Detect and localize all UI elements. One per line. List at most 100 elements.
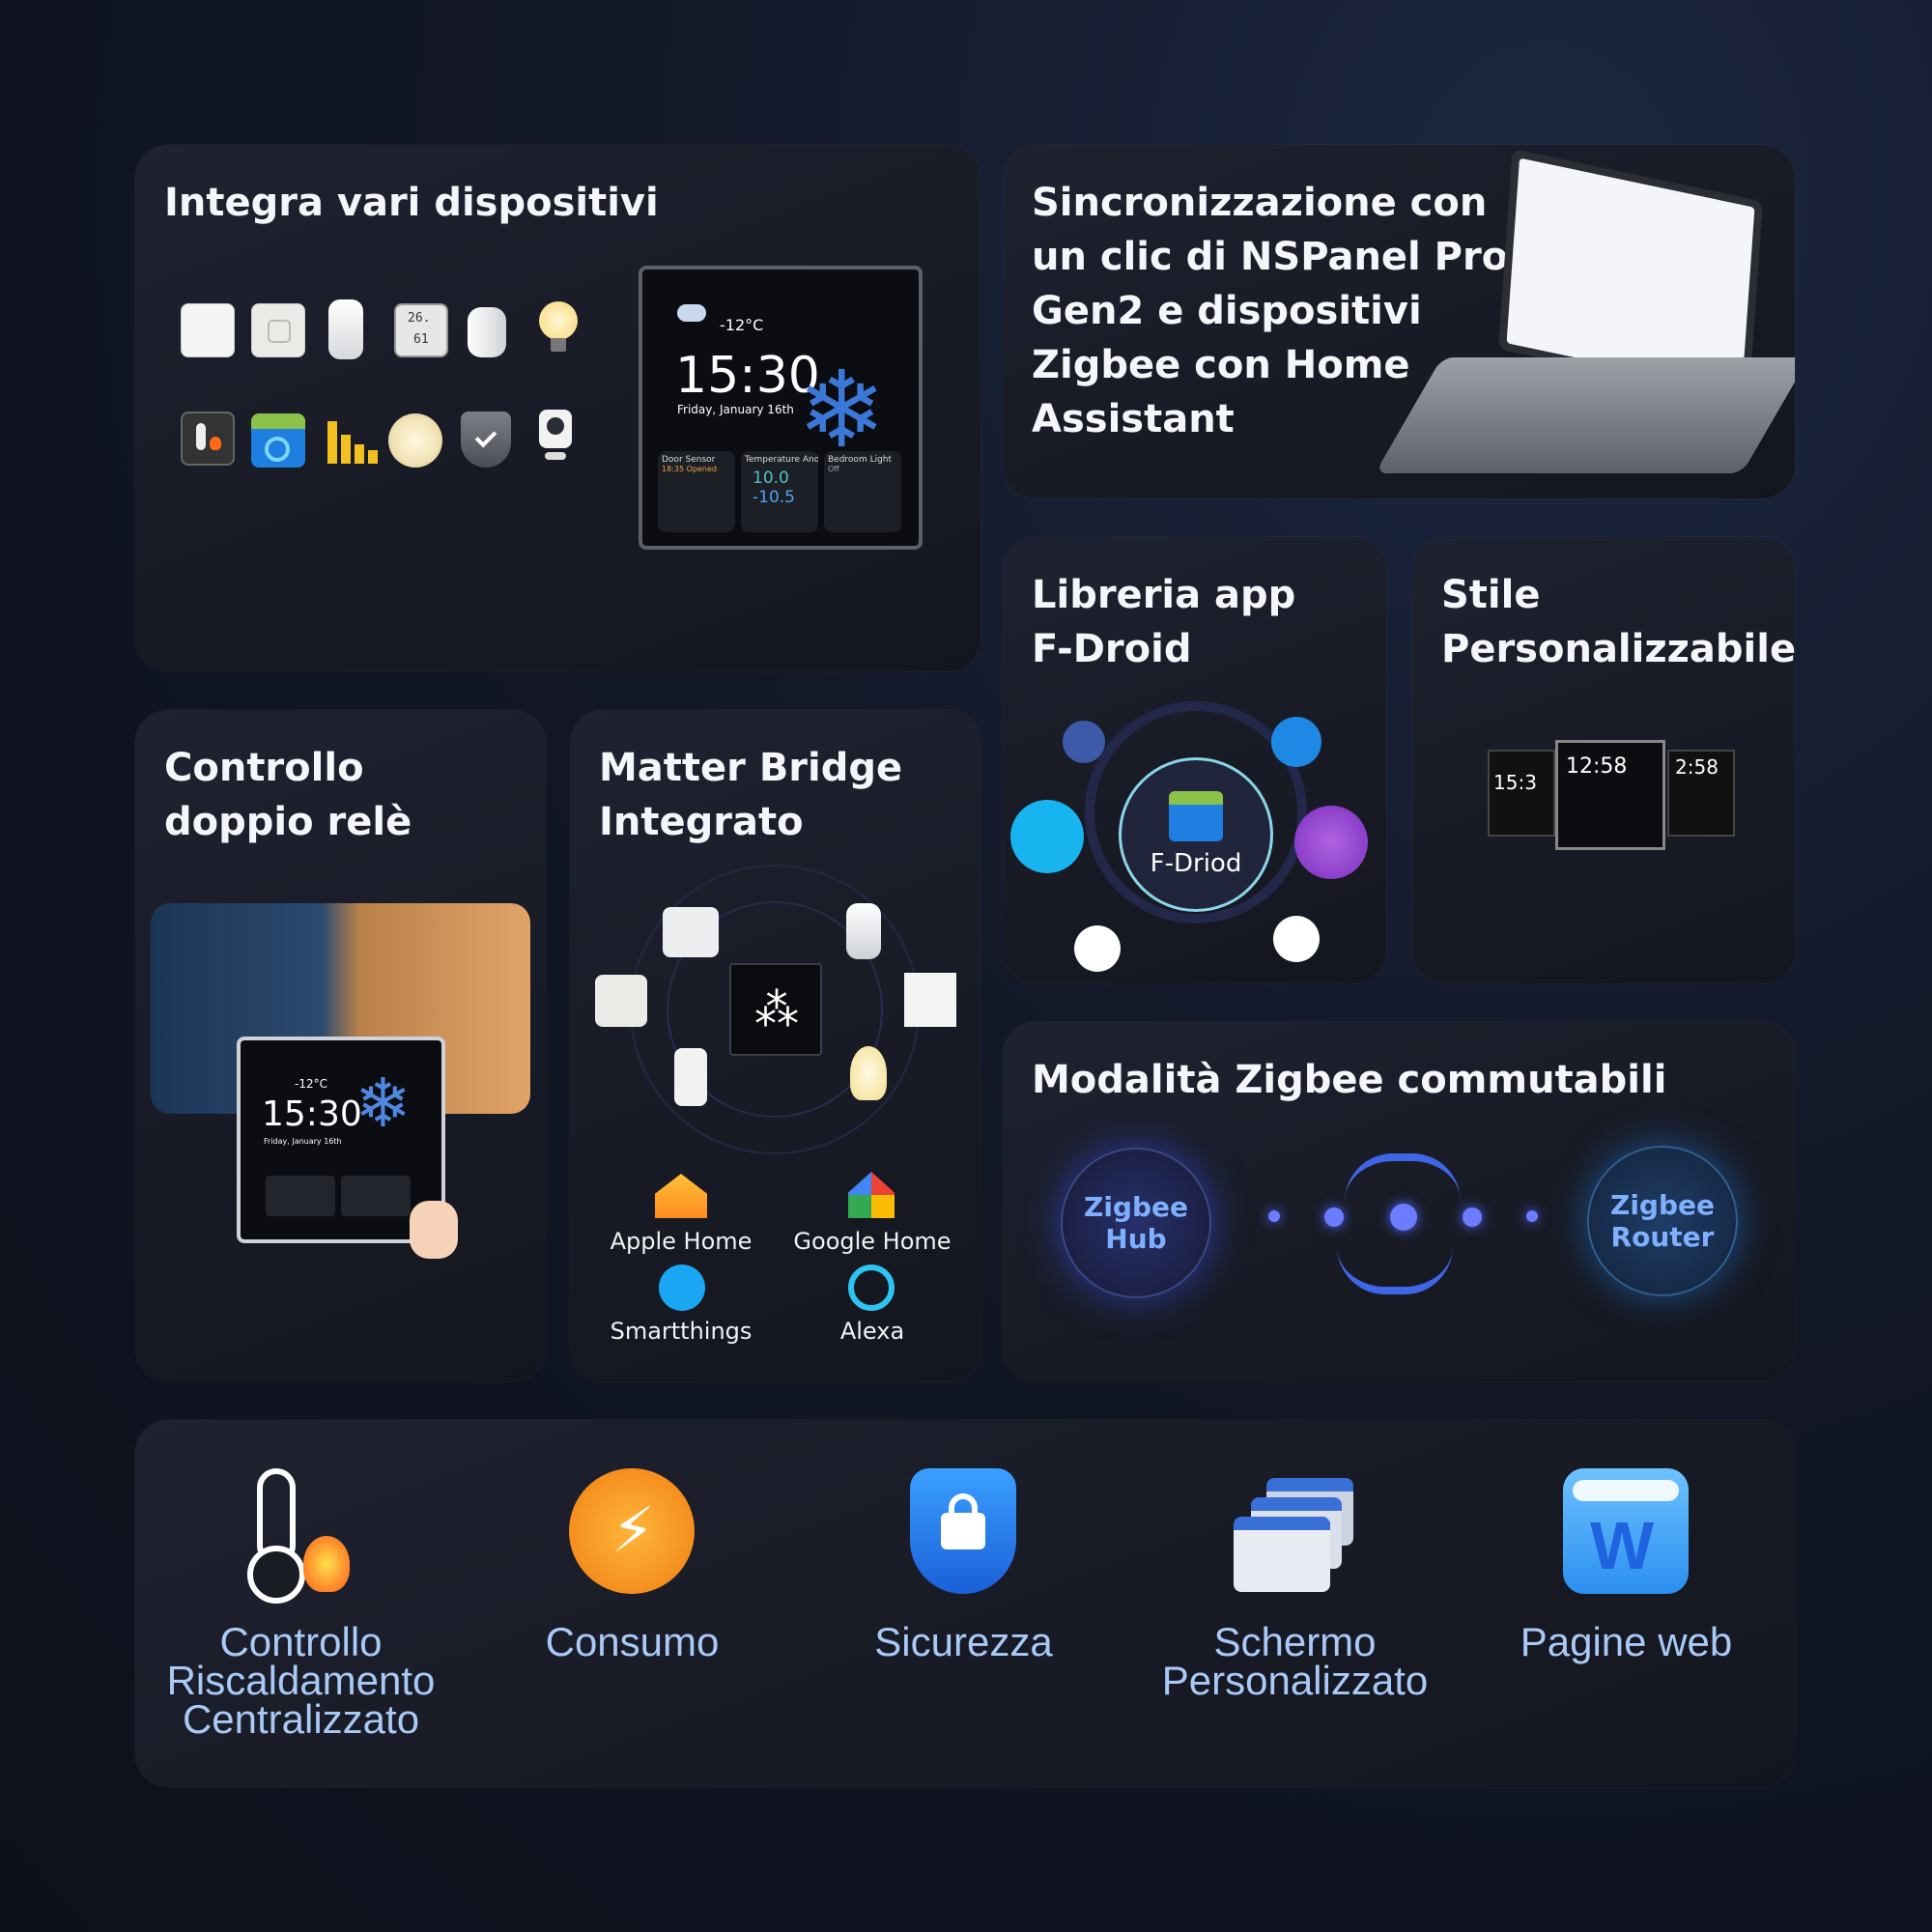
- bulb-icon: [850, 1046, 887, 1100]
- hub-label-2: Hub: [1105, 1223, 1167, 1255]
- apple-home-icon: [655, 1174, 707, 1218]
- card-zigbee-modes: Modalità Zigbee commutabili Zigbee Hub Z…: [1003, 1022, 1795, 1381]
- fdroid-hub: F-Driod: [1119, 757, 1273, 912]
- tile-sub: Off: [828, 465, 839, 473]
- tile-temperature: Temperature And... 10.0 -10.5: [741, 451, 818, 532]
- screen-main: 12:58: [1555, 740, 1665, 850]
- panel-time: 15:30: [675, 347, 820, 405]
- bulb-icon: [539, 301, 578, 352]
- matter-icon: ⁂: [754, 983, 799, 1036]
- relay-date: Friday, January 16th: [264, 1137, 342, 1146]
- screen-right: 2:58: [1667, 750, 1735, 837]
- alexa-icon: [848, 1264, 895, 1311]
- relay-temp: -12°C: [295, 1077, 327, 1091]
- card-title: Controllo doppio relè: [164, 746, 412, 844]
- laptop-base: [1375, 357, 1795, 473]
- feature-heating: Controllo Riscaldamento Centralizzato: [135, 1420, 467, 1787]
- hub-label-1: Zigbee: [1084, 1191, 1188, 1223]
- main-time: 12:58: [1566, 754, 1628, 779]
- hand-icon: [410, 1201, 458, 1259]
- shield-lock-icon: [910, 1468, 1016, 1594]
- signal-dot: [1390, 1204, 1417, 1231]
- tile-bedroom-light: Bedroom Light Off: [824, 451, 901, 532]
- card-title: Libreria app F-Droid: [1032, 573, 1296, 671]
- feature-custom-screen: Schermo Personalizzato: [1129, 1420, 1461, 1787]
- windows-stack-icon: [1232, 1468, 1357, 1594]
- radiator-valve-icon: [846, 903, 881, 959]
- aurora-app-icon: [1273, 916, 1320, 962]
- tile-title: Temperature And...: [745, 455, 818, 465]
- feature-label: Schermo Personalizzato: [1161, 1619, 1429, 1703]
- power-app-icon: [1271, 717, 1321, 767]
- fdroid-label: F-Driod: [1150, 849, 1242, 878]
- zigbee-router-circle: Zigbee Router: [1587, 1146, 1738, 1296]
- tile-value-2: -10.5: [753, 488, 795, 507]
- matter-hub: ⁂: [729, 963, 822, 1056]
- smartthings-app-icon: [1063, 721, 1105, 763]
- thermometer-flame-icon: [238, 1468, 363, 1604]
- tile-value-1: 10.0: [753, 469, 789, 488]
- screen-left: 15:3: [1488, 750, 1555, 837]
- socket-icon: [595, 975, 647, 1027]
- smartthings-icon: [659, 1264, 705, 1311]
- card-integrate-devices: Integra vari dispositivi 26. 61 -12°C 15…: [135, 145, 980, 671]
- tile-sub: 18:35 Opened: [662, 465, 717, 473]
- home-assistant-icon: [1010, 800, 1084, 873]
- wall-switch-icon: [904, 973, 956, 1027]
- tile-title: Bedroom Light: [828, 455, 893, 465]
- card-fdroid-library: Libreria app F-Droid F-Driod: [1003, 537, 1386, 983]
- panel-date: Friday, January 16th: [677, 403, 794, 416]
- tile-door-sensor: Door Sensor 18:35 Opened: [658, 451, 735, 532]
- temperature-display-icon: 26. 61: [394, 303, 448, 357]
- router-label-2: Router: [1610, 1221, 1715, 1253]
- eco-alexa: Alexa: [839, 1318, 905, 1345]
- card-title: Matter Bridge Integrato: [599, 746, 903, 844]
- card-title: Stile Personalizzabile: [1441, 573, 1795, 671]
- signal-dot: [1268, 1210, 1280, 1222]
- feature-label: Pagine web: [1520, 1619, 1733, 1664]
- security-shield-icon: [461, 412, 511, 468]
- orbit-ring: [1085, 701, 1307, 923]
- player-app-icon: [1074, 925, 1121, 972]
- energy-icon: ⚡: [569, 1468, 695, 1594]
- matter-orbit-inner: [667, 901, 883, 1118]
- ceiling-light-icon: [388, 413, 442, 468]
- snowflake-icon: ❄: [797, 348, 887, 471]
- eco-smartthings: Smartthings: [610, 1318, 753, 1345]
- web-page-icon: W: [1563, 1468, 1689, 1594]
- energy-chart-icon: [324, 415, 378, 469]
- camera-icon: [674, 1048, 707, 1106]
- feature-label: Controllo Riscaldamento Centralizzato: [166, 1619, 436, 1742]
- relay-module-icon: [663, 907, 719, 957]
- widget-top-value: 26.: [408, 311, 431, 326]
- signal-dot: [1324, 1208, 1344, 1227]
- card-matter-bridge: Matter Bridge Integrato ⁂ Apple Home Goo…: [570, 710, 980, 1381]
- card-title: Modalità Zigbee commutabili: [1032, 1058, 1667, 1102]
- card-custom-style: Stile Personalizzabile 15:3 12:58 2:58: [1412, 537, 1795, 983]
- google-home-icon: [848, 1172, 895, 1218]
- card-dual-relay: Controllo doppio relè -12°C 15:30 Friday…: [135, 710, 546, 1381]
- switch-arrow-top-icon: [1345, 1153, 1461, 1202]
- socket-icon: [251, 303, 305, 357]
- door-sensor-icon: [468, 307, 506, 357]
- screens-lineup: 15:3 12:58 2:58: [1430, 740, 1779, 866]
- card-title: Integra vari dispositivi: [164, 181, 659, 225]
- eco-apple-home: Apple Home: [610, 1228, 753, 1255]
- snowflake-icon: ❄: [355, 1064, 412, 1143]
- signal-dot: [1526, 1210, 1538, 1222]
- signal-dot: [1463, 1208, 1482, 1227]
- relay-button-2: [341, 1176, 411, 1216]
- weather-icon: [677, 304, 706, 322]
- right-time: 2:58: [1675, 755, 1719, 779]
- eco-google-home: Google Home: [793, 1228, 952, 1255]
- feature-label: Sicurezza: [874, 1619, 1053, 1664]
- left-time: 15:3: [1493, 771, 1537, 794]
- andro-app-icon: [1294, 806, 1368, 879]
- relay-button-1: [266, 1176, 335, 1216]
- thermostat-icon: [181, 412, 235, 466]
- feature-security: Sicurezza: [798, 1420, 1129, 1787]
- router-label-1: Zigbee: [1610, 1189, 1715, 1221]
- feature-consumption: ⚡ Consumo: [467, 1420, 798, 1787]
- radiator-valve-icon: [328, 299, 363, 359]
- panel-temp: -12°C: [720, 316, 764, 334]
